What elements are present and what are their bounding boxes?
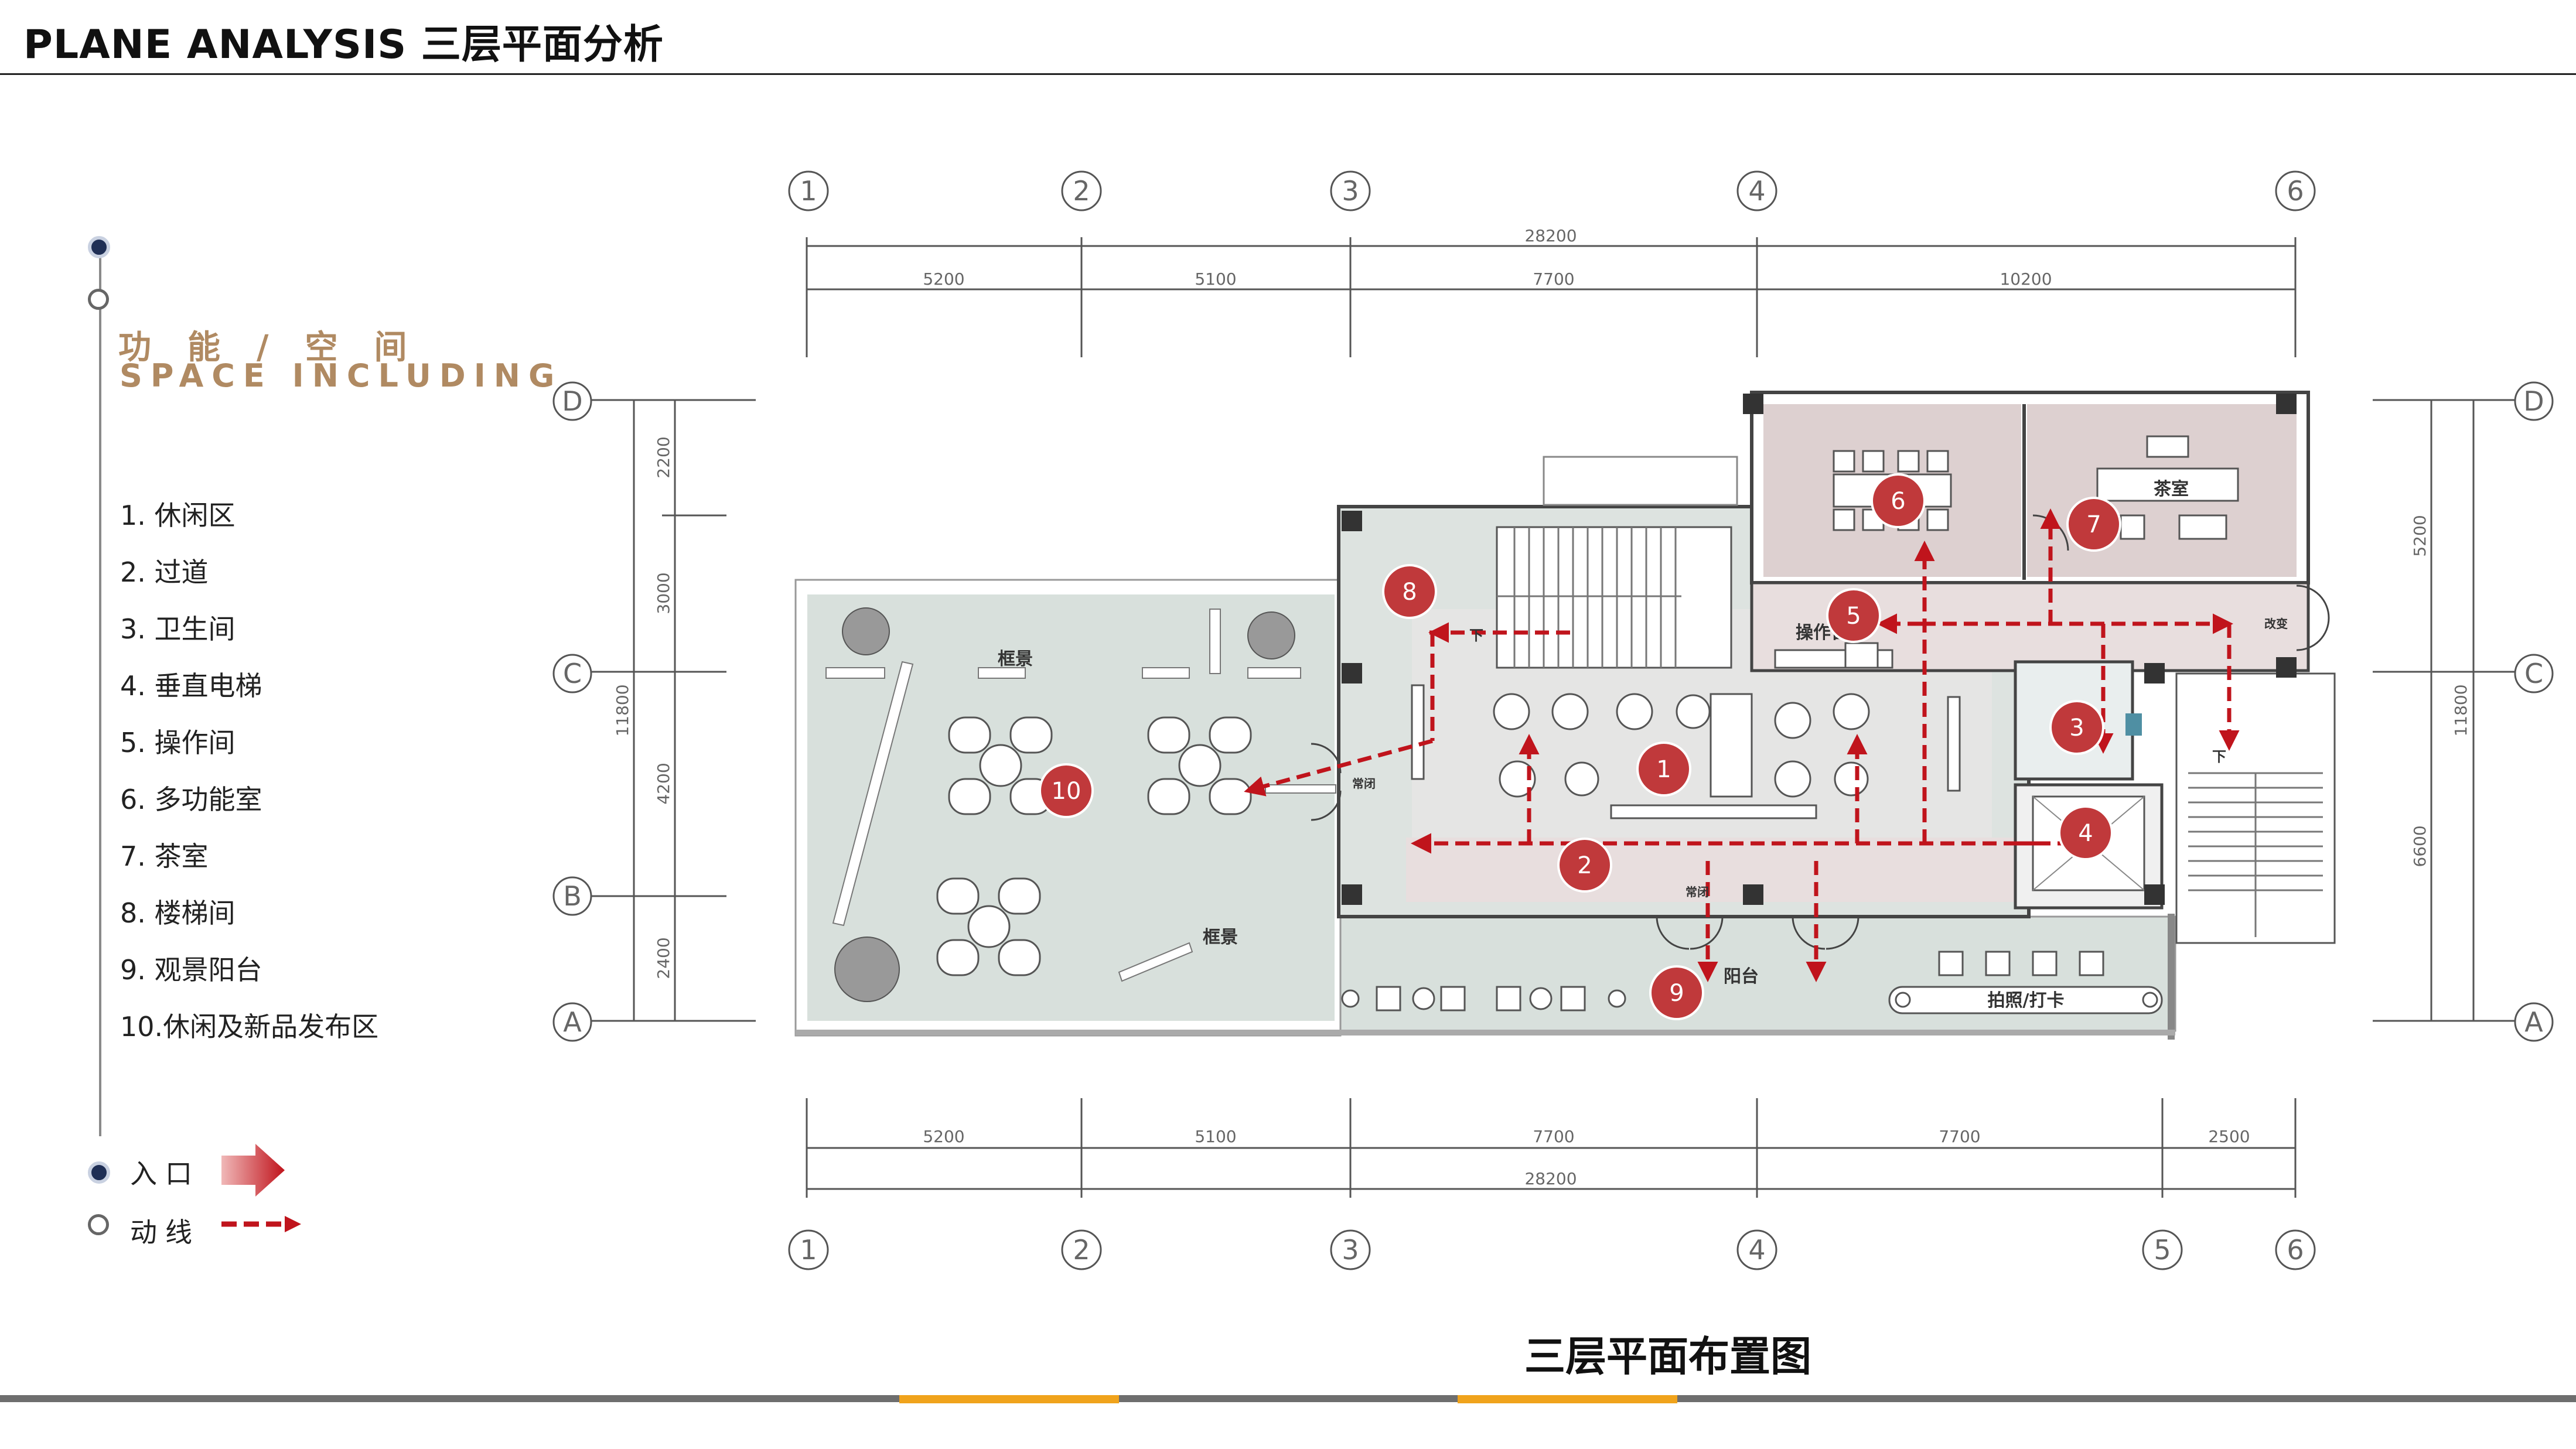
dimension-text: 7700 (1533, 1127, 1574, 1146)
timeline-dot-open (88, 289, 109, 310)
section-title-en: SPACE INCLUDING (120, 357, 563, 394)
dimension-text: 4200 (654, 763, 673, 804)
legend-flow-label: 动线 (130, 1216, 200, 1248)
dimension-text: 11800 (2451, 684, 2471, 736)
dimension-lines-top (806, 237, 2297, 357)
sidebar-timeline-line (99, 246, 101, 1136)
axis-label: 4 (1748, 1234, 1765, 1266)
axis-label: B (563, 880, 582, 912)
list-item: 4. 垂直电梯 (120, 670, 262, 702)
section-title-cn: 功能/空间 (118, 329, 443, 367)
dimension-lines-bottom (806, 1098, 2297, 1198)
corridor-floor (1406, 838, 2056, 902)
page-title: PLANE ANALYSIS 三层平面分析 (23, 22, 664, 68)
staircase (1496, 526, 1732, 669)
axis-label: A (2524, 1006, 2543, 1038)
marker-number: 5 (1846, 603, 1861, 630)
legend-entrance-label: 入口 (130, 1158, 200, 1190)
list-item: 9. 观景阳台 (120, 954, 262, 986)
list-item: 6. 多功能室 (120, 784, 262, 815)
timeline-dot-filled (88, 236, 110, 258)
list-item: 8. 楼梯间 (120, 897, 236, 929)
dimension-text: 3000 (654, 572, 673, 614)
dimension-lines-left (586, 399, 756, 1022)
dimension-text: 5200 (923, 269, 964, 289)
axis-label: 1 (800, 1234, 817, 1266)
dimension-text: 5100 (1195, 1127, 1236, 1146)
axis-label: 2 (1073, 1234, 1090, 1266)
legend-dot-filled (88, 1161, 110, 1184)
room-label: 框景 (1203, 927, 1238, 948)
marker-number: 3 (2069, 715, 2084, 741)
dimension-text: 5200 (2410, 515, 2430, 556)
axis-label: 5 (2154, 1234, 2171, 1266)
axis-label: 6 (2287, 175, 2304, 207)
dimension-text: 10200 (2000, 269, 2052, 289)
room-label: 改变 (2264, 617, 2288, 631)
axis-label: C (563, 658, 582, 689)
footer-accent-left (899, 1395, 1119, 1403)
room-label: 常闭 (1352, 777, 1376, 791)
marker-number: 8 (1402, 579, 1417, 606)
dimension-text: 5100 (1195, 269, 1236, 289)
axis-label: A (563, 1006, 582, 1038)
marker-number: 7 (2086, 511, 2101, 538)
marker-number: 1 (1656, 756, 1671, 783)
dimension-text: 6600 (2410, 825, 2430, 867)
axis-label: 6 (2287, 1234, 2304, 1266)
room-label: 常闭 (1686, 885, 1709, 899)
legend-dot-open (88, 1214, 109, 1235)
room-label: 下 (2212, 749, 2226, 765)
axis-label: D (2523, 385, 2544, 417)
dimension-lines-right (2373, 399, 2525, 1022)
room-label: 阳台 (1724, 966, 1759, 987)
axis-label: 3 (1342, 175, 1359, 207)
list-item: 10.休闲及新品发布区 (120, 1011, 379, 1043)
room-label: 下 (1469, 627, 1483, 644)
room-label: 茶室 (2154, 479, 2189, 500)
axis-label: 1 (800, 175, 817, 207)
dimension-text: 11800 (613, 684, 632, 736)
axis-label: 3 (1342, 1234, 1359, 1266)
marker-number: 9 (1669, 980, 1684, 1007)
room-label: 拍照/打卡 (1988, 990, 2065, 1011)
marker-number: 2 (1577, 852, 1592, 879)
dimension-text: 28200 (1524, 226, 1577, 245)
dimension-text: 7700 (1939, 1127, 1980, 1146)
dimension-text: 2500 (2208, 1127, 2250, 1146)
list-item: 3. 卫生间 (120, 613, 236, 645)
list-item: 5. 操作间 (120, 727, 236, 758)
footer-rule (0, 1395, 2576, 1402)
list-item: 7. 茶室 (120, 840, 209, 872)
title-divider (0, 73, 2576, 75)
plan-caption: 三层平面布置图 (1524, 1332, 1811, 1380)
dimension-text: 7700 (1533, 269, 1574, 289)
list-item: 2. 过道 (120, 556, 209, 588)
dimension-text: 28200 (1524, 1169, 1577, 1188)
dimension-text: 2200 (654, 436, 673, 478)
dimension-text: 2400 (654, 937, 673, 979)
list-item: 1. 休闲区 (120, 500, 236, 531)
dimension-text: 5200 (923, 1127, 964, 1146)
footer-accent-right (1458, 1395, 1677, 1403)
axis-label: 2 (1073, 175, 1090, 207)
marker-number: 4 (2078, 820, 2093, 847)
space-list: 1. 休闲区 2. 过道 3. 卫生间 4. 垂直电梯 5. 操作间 6. 多功… (120, 495, 378, 1063)
entrance-arrow-icon (221, 1144, 285, 1197)
marker-number: 6 (1891, 488, 1905, 515)
axis-label: C (2524, 658, 2543, 689)
axis-label: D (562, 385, 582, 417)
room-label: 框景 (998, 649, 1033, 669)
flow-dashed-arrow-icon (221, 1216, 301, 1232)
axis-label: 4 (1748, 175, 1765, 207)
marker-number: 10 (1052, 778, 1081, 805)
